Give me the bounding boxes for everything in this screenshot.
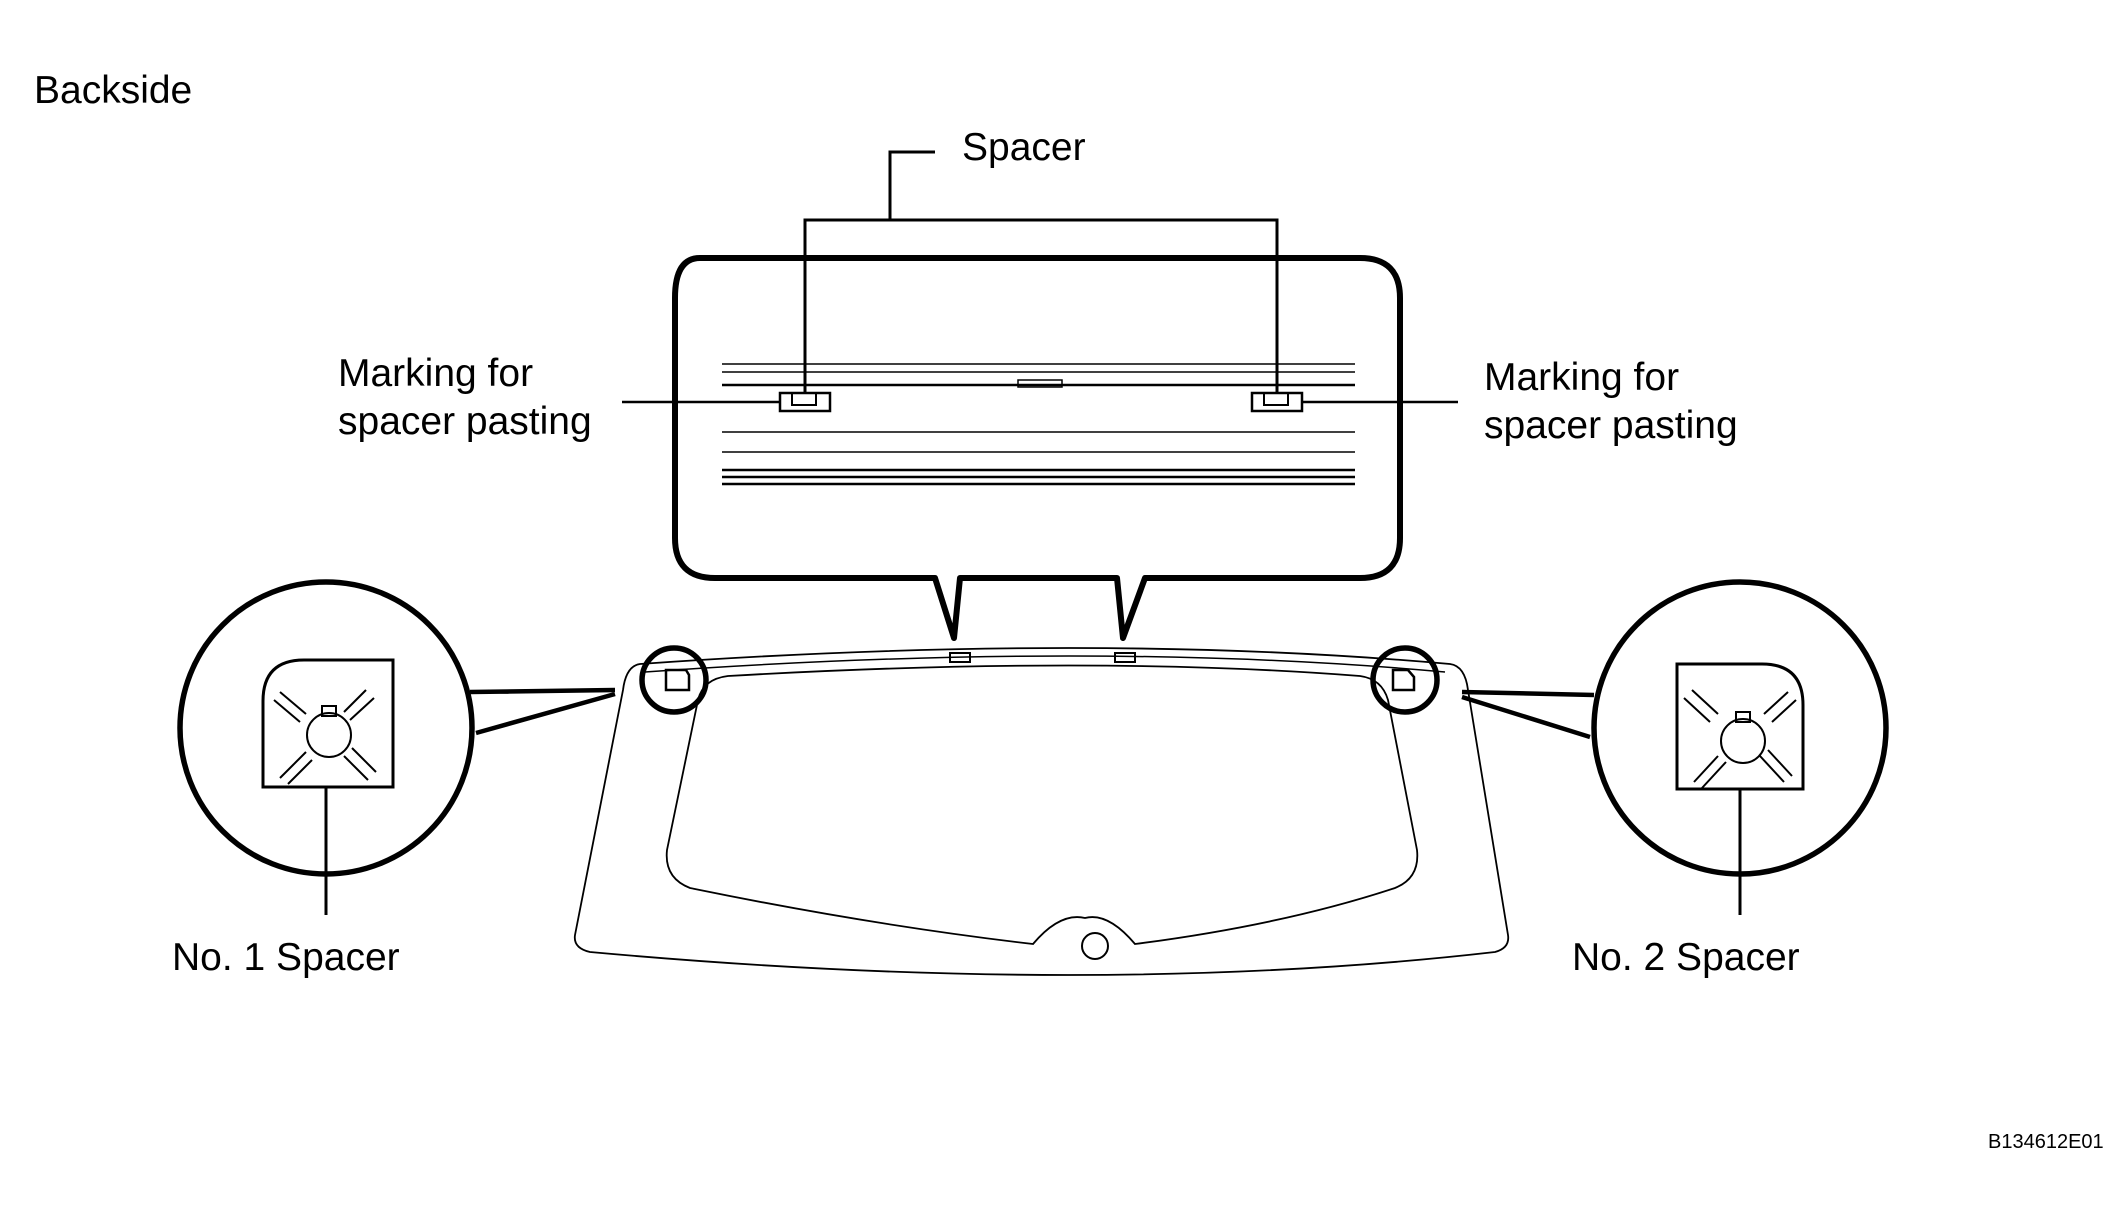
callout-frame — [672, 255, 1403, 641]
glass-outer-edge — [573, 647, 1510, 976]
no2-spacer-shape — [1675, 662, 1805, 791]
spacer-marking-right — [1250, 391, 1304, 413]
marking-left-label: Marking for spacer pasting — [338, 352, 592, 443]
figure-code: B134612E01 — [1988, 1131, 2104, 1153]
spacer-marking-left — [778, 391, 832, 413]
no2-spacer-detail — [1591, 579, 1889, 915]
corner-marker-left — [639, 645, 709, 715]
glass-inner-border — [665, 664, 1419, 945]
spacer-label: Spacer — [962, 126, 1086, 169]
no2-spacer-label: No. 2 Spacer — [1572, 936, 1800, 979]
detail-connector-right — [1461, 689, 1595, 740]
spacer-leader — [803, 150, 1279, 393]
no1-spacer-label: No. 1 Spacer — [172, 936, 400, 979]
glass-top-edge — [644, 655, 1446, 673]
no1-spacer-shape — [261, 658, 395, 789]
back-window-glass — [573, 647, 1510, 976]
side-label: Backside — [34, 69, 192, 112]
center-mark — [1017, 379, 1063, 388]
zoom-callout — [672, 150, 1403, 641]
detail-connector-left — [469, 687, 616, 736]
marking-right-label: Marking for spacer pasting — [1484, 356, 1738, 447]
glass-mark-right — [1114, 652, 1136, 663]
corner-marker-right — [1370, 645, 1440, 715]
glass-edge-lines — [722, 363, 1355, 486]
glass-mark-left — [949, 652, 971, 663]
wiper-hole — [1081, 932, 1109, 960]
no1-spacer-detail — [177, 579, 475, 915]
